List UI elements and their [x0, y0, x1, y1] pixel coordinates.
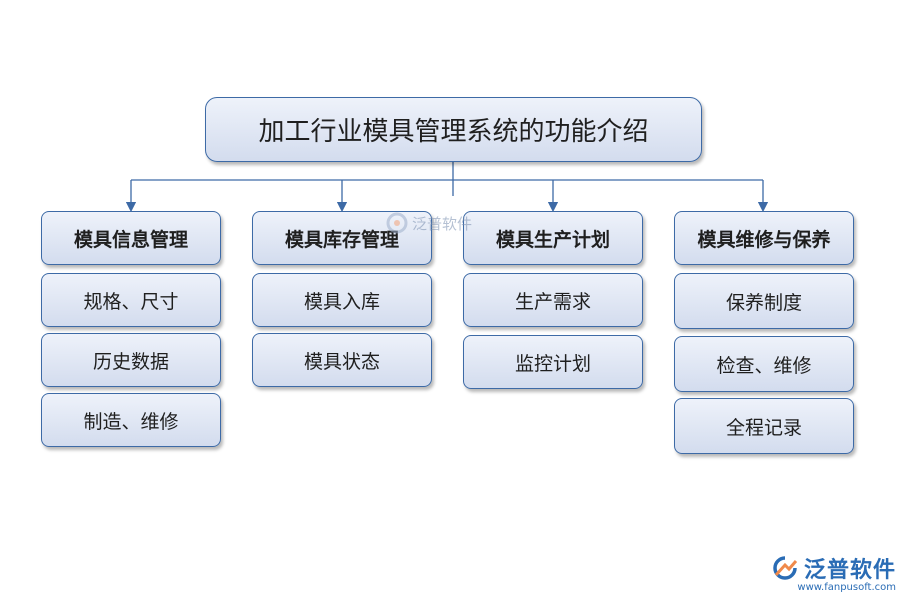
- branch-heading-inventory: 模具库存管理: [252, 211, 432, 265]
- branch-item: 模具状态: [252, 333, 432, 387]
- branch-item: 生产需求: [463, 273, 643, 327]
- watermark-logo-icon: [386, 212, 408, 234]
- branch-item: 制造、维修: [41, 393, 221, 447]
- diagram-title: 加工行业模具管理系统的功能介绍: [205, 97, 702, 162]
- branch-heading-production: 模具生产计划: [463, 211, 643, 265]
- branch-item: 保养制度: [674, 273, 854, 329]
- branch-heading-info: 模具信息管理: [41, 211, 221, 265]
- branch-heading-maintenance: 模具维修与保养: [674, 211, 854, 265]
- watermark-text: 泛普软件: [412, 214, 473, 233]
- brand-logo-icon: [773, 556, 798, 580]
- branch-item: 模具入库: [252, 273, 432, 327]
- brand-logo: 泛普软件 www.fanpusoft.com: [770, 552, 896, 593]
- watermark: 泛普软件: [386, 212, 472, 234]
- brand-name: 泛普软件: [804, 558, 897, 583]
- branch-item: 历史数据: [41, 333, 221, 387]
- branch-item: 监控计划: [463, 335, 643, 389]
- brand-url: www.fanpusoft.com: [797, 582, 897, 593]
- branch-item: 规格、尺寸: [41, 273, 221, 327]
- branch-item: 检查、维修: [674, 336, 854, 392]
- branch-item: 全程记录: [674, 398, 854, 454]
